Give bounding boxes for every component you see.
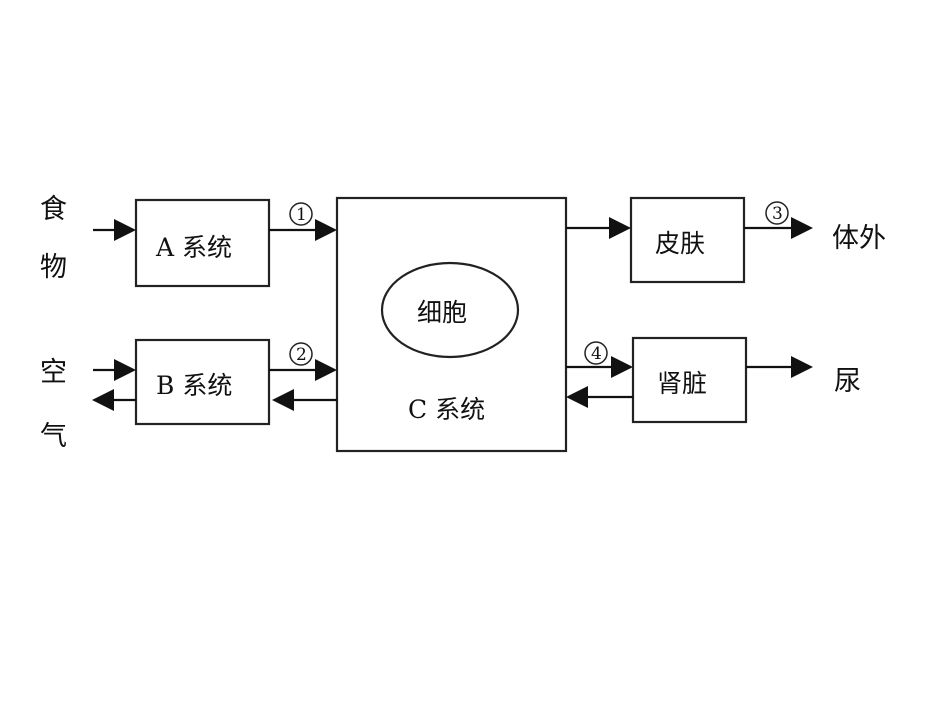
a-system-box	[134, 198, 271, 288]
b-system-label: B 系统	[156, 371, 232, 400]
kidney-label: 肾脏	[657, 369, 707, 398]
marker-3: 3	[765, 201, 789, 225]
food-label-char2: 物	[40, 252, 67, 283]
marker-1: 1	[289, 202, 313, 226]
b-system-box	[134, 338, 271, 426]
arrowhead-c-to-b	[272, 389, 294, 411]
urine-label: 尿	[834, 366, 861, 397]
cell-label: 细胞	[417, 298, 467, 327]
arrowhead-food-to-a	[114, 219, 136, 241]
cell-ellipse	[380, 261, 520, 359]
arrowhead-kidney-to-c	[566, 386, 588, 408]
arrowhead-a-to-c	[315, 219, 337, 241]
marker-1-text: 1	[296, 205, 307, 225]
arrowhead-kidney-to-urine	[791, 356, 813, 378]
air-label-char1: 空	[40, 357, 67, 388]
air-label-char2: 气	[40, 421, 67, 452]
marker-3-text: 3	[772, 204, 783, 224]
arrowhead-c-to-skin	[609, 217, 631, 239]
arrowhead-air-to-b	[114, 359, 136, 381]
arrowhead-skin-to-outside	[791, 217, 813, 239]
a-system-label: A 系统	[155, 233, 232, 262]
marker-2: 2	[289, 342, 313, 366]
arrowhead-b-to-c	[315, 359, 337, 381]
marker-2-text: 2	[296, 345, 307, 365]
arrowhead-b-to-air	[92, 389, 114, 411]
skin-box	[629, 196, 746, 284]
c-system-label: C 系统	[408, 395, 485, 424]
skin-label: 皮肤	[655, 229, 705, 258]
kidney-box	[631, 336, 748, 424]
outside-body-label: 体外	[832, 223, 886, 254]
food-label-char1: 食	[40, 194, 67, 225]
arrowhead-c-to-kidney	[611, 356, 633, 378]
marker-4: 4	[584, 341, 608, 365]
marker-4-text: 4	[591, 344, 602, 364]
